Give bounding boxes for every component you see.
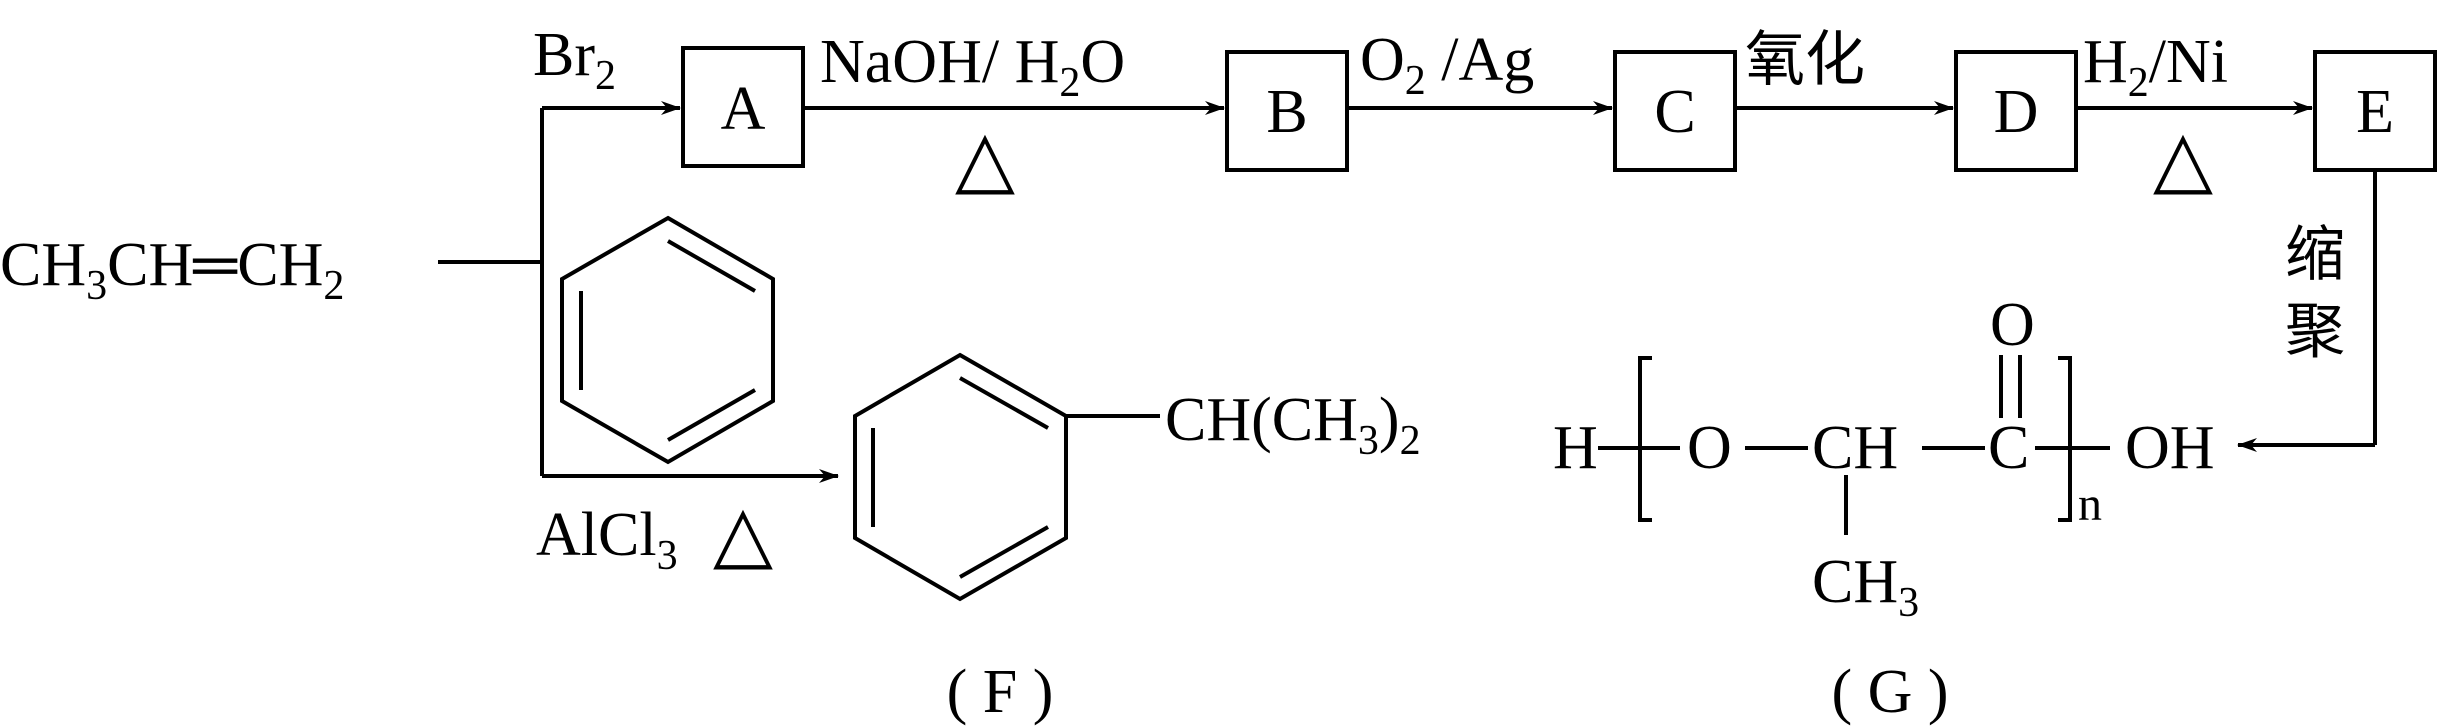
compound-box-a: A <box>681 46 805 168</box>
product-g-label: ( G ) <box>1831 658 1948 726</box>
svg-text:H2/Ni: H2/Ni <box>2083 28 2228 106</box>
svg-text:CH: CH <box>1812 414 1898 482</box>
svg-text:C: C <box>1988 414 2029 482</box>
product-f-structure: CH(CH3)2 <box>853 352 1421 602</box>
step-polycondensation: 缩 聚 <box>2237 170 2377 452</box>
propene: CH3CH═CH2 <box>0 231 344 309</box>
step-oxidation: 氧化 <box>1735 25 1954 115</box>
product-f-label: ( F ) <box>947 658 1054 726</box>
step-alcl3: AlCl3 △ <box>536 469 839 579</box>
svg-text:O: O <box>1990 291 2035 359</box>
svg-text:氧化: 氧化 <box>1745 25 1865 95</box>
step-h2ni: H2/Ni △ <box>2076 28 2313 202</box>
branch-connector <box>438 108 544 476</box>
svg-text:△: △ <box>955 115 1015 202</box>
compound-box-e: E <box>2313 50 2437 172</box>
svg-text:C: C <box>1654 78 1695 146</box>
compound-box-b: B <box>1225 50 1349 172</box>
svg-text:H: H <box>1553 414 1598 482</box>
svg-text:D: D <box>1994 78 2039 146</box>
svg-text:n: n <box>2078 478 2102 531</box>
svg-text:O2 /Ag: O2 /Ag <box>1360 26 1534 104</box>
svg-text:OH: OH <box>2125 414 2215 482</box>
svg-text:E: E <box>2356 78 2394 146</box>
step-o2ag: O2 /Ag <box>1347 26 1613 115</box>
benzene-reagent <box>560 215 775 465</box>
svg-text:CH(CH3)2: CH(CH3)2 <box>1165 386 1421 464</box>
compound-box-c: C <box>1613 50 1737 172</box>
product-g-structure: H O CH C O n OH CH3 <box>1553 291 2215 626</box>
svg-text:B: B <box>1266 78 1307 146</box>
svg-text:△: △ <box>2153 115 2213 202</box>
svg-text:CH3CH═CH2: CH3CH═CH2 <box>0 231 344 309</box>
svg-text:聚: 聚 <box>2285 297 2345 367</box>
svg-text:CH3: CH3 <box>1812 548 1919 626</box>
svg-text:A: A <box>721 75 766 143</box>
svg-text:O: O <box>1687 414 1732 482</box>
compound-box-d: D <box>1954 50 2078 172</box>
step-br2: Br2 <box>533 21 681 115</box>
svg-text:NaOH/ H2O: NaOH/ H2O <box>820 28 1125 106</box>
svg-text:△: △ <box>713 490 773 577</box>
svg-text:Br2: Br2 <box>533 21 616 99</box>
step-naoh: NaOH/ H2O △ <box>803 28 1225 202</box>
svg-text:AlCl3: AlCl3 <box>536 501 678 579</box>
svg-text:缩: 缩 <box>2285 220 2345 290</box>
